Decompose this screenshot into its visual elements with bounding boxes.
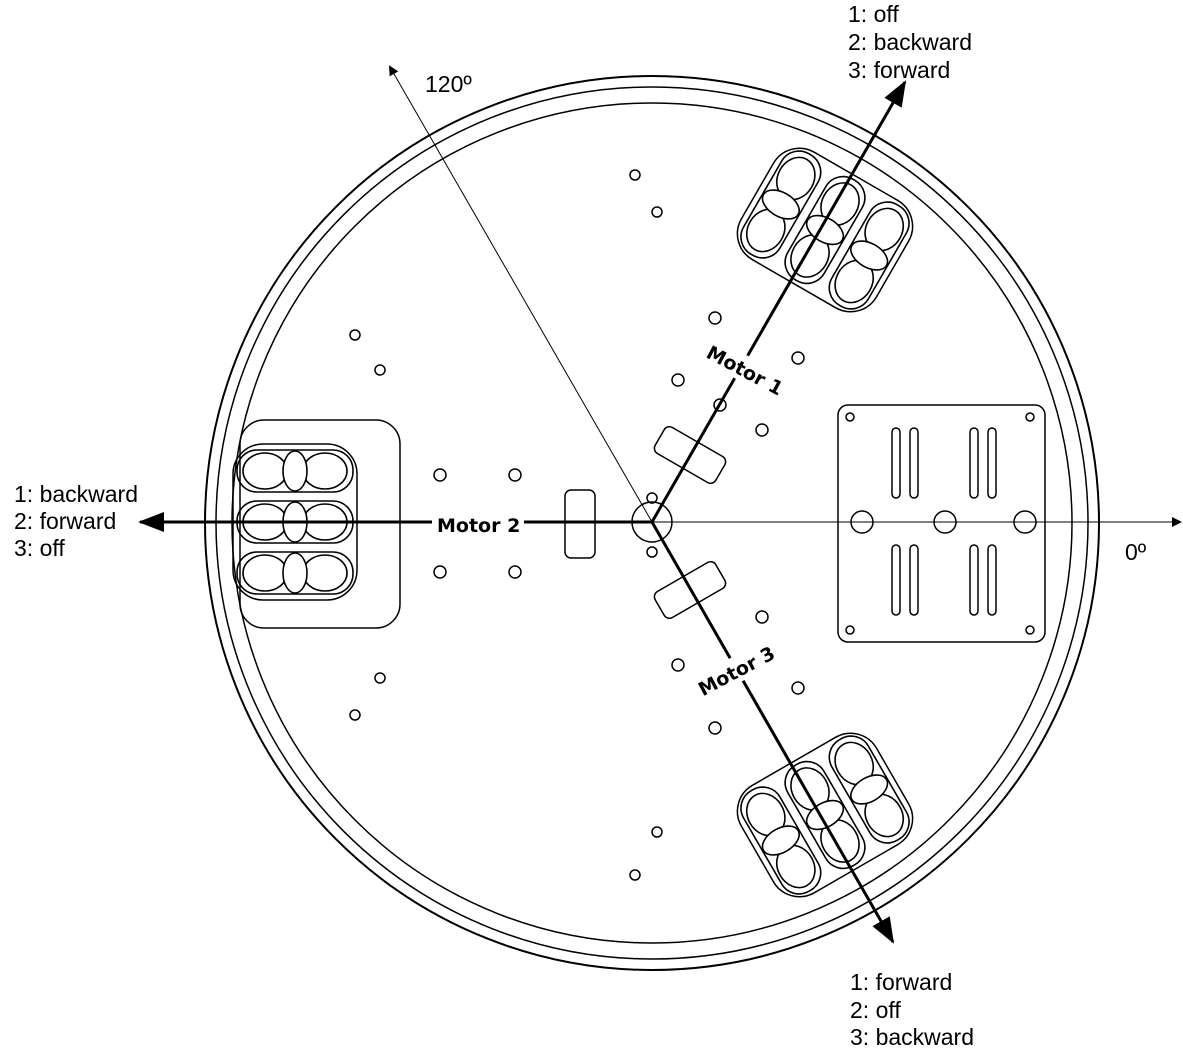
state-line: 1: off [848, 1, 899, 27]
axis-120 [389, 65, 653, 523]
motor-2-label: Motor 2 [437, 515, 520, 537]
state-line: 3: forward [848, 57, 950, 83]
angle-120-label: 120º [425, 71, 472, 97]
state-line: 2: off [850, 997, 901, 1023]
motor-1-states: 1: off 2: backward 3: forward [848, 1, 972, 83]
motor-1-axis-arrow [650, 80, 907, 523]
state-line: 3: backward [850, 1024, 974, 1050]
motor-3-axis-arrow [650, 521, 895, 944]
state-line: 3: off [14, 535, 65, 561]
battery-plate [837, 404, 1046, 643]
state-line: 2: backward [848, 29, 972, 55]
center-hub [349, 169, 805, 881]
state-line: 2: forward [14, 508, 116, 534]
motor-2-states: 1: backward 2: forward 3: off [14, 481, 138, 561]
motor-3-states: 1: forward 2: off 3: backward [850, 969, 974, 1050]
state-line: 1: backward [14, 481, 138, 507]
wheel-mount-2 [239, 419, 401, 629]
angle-0-label: 0º [1125, 539, 1147, 565]
wheel-motor-3 [725, 721, 925, 909]
wheel-motor-1 [725, 136, 925, 324]
state-line: 1: forward [850, 969, 952, 995]
